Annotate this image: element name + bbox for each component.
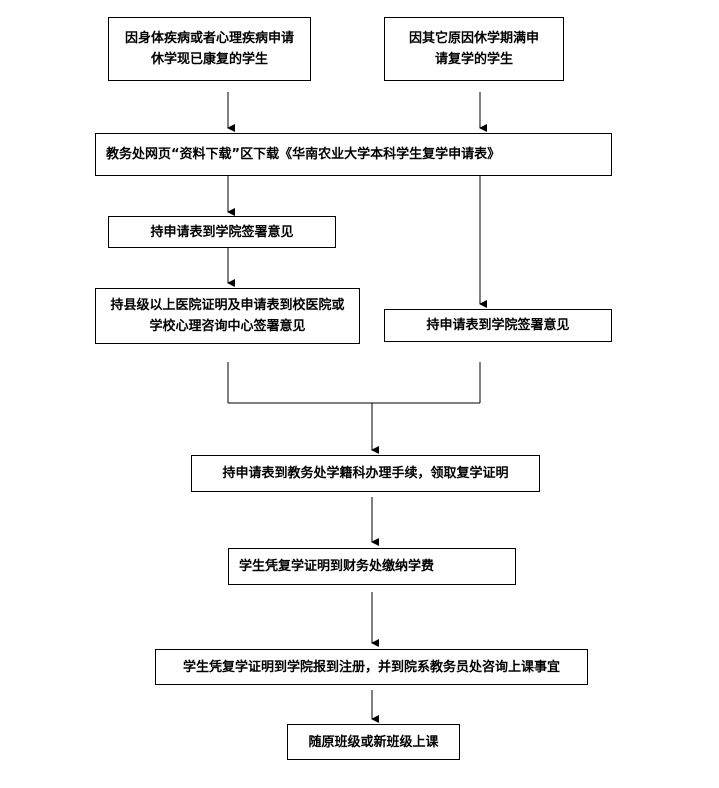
node-attend-class: 随原班级或新班级上课 (287, 724, 460, 760)
node-download-form: 教务处网页“资料下载”区下载《华南农业大学本科学生复学申请表》 (95, 133, 612, 176)
node-illness-students: 因身体疾病或者心理疾病申请休学现已康复的学生 (108, 17, 311, 81)
node-registry-procedure: 持申请表到教务处学籍科办理手续，领取复学证明 (191, 455, 540, 492)
node-other-students: 因其它原因休学期满申请复学的学生 (384, 17, 564, 81)
node-pay-tuition: 学生凭复学证明到财务处缴纳学费 (228, 548, 516, 585)
node-college-sign-right: 持申请表到学院签署意见 (384, 309, 612, 342)
node-register-consult: 学生凭复学证明到学院报到注册，并到院系教务员处咨询上课事宜 (155, 649, 588, 685)
node-hospital-cert: 持县级以上医院证明及申请表到校医院或学校心理咨询中心签署意见 (95, 288, 360, 344)
node-college-sign-left: 持申请表到学院签署意见 (108, 216, 336, 248)
